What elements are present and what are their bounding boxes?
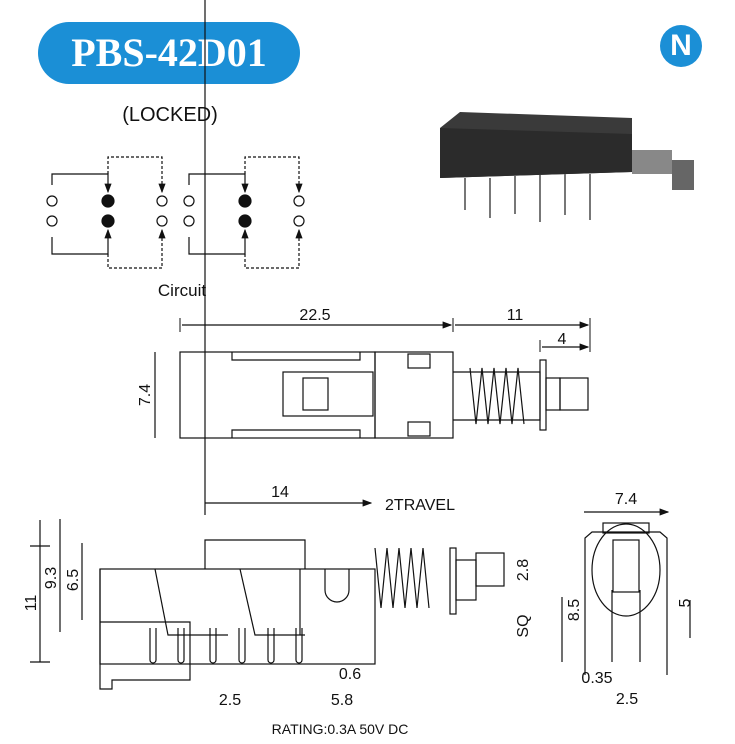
dim-button: 4 <box>558 331 567 348</box>
product-photo <box>440 112 694 222</box>
dim-square-label: SQ <box>515 614 532 637</box>
side-view-drawing <box>30 0 505 690</box>
top-view-drawing <box>154 318 591 439</box>
dim-plunger: 11 <box>507 307 524 324</box>
dim-end-pitch: 2.5 <box>616 691 638 708</box>
dim-height-6-5: 6.5 <box>65 569 82 591</box>
dim-button-size: 2.8 <box>515 559 532 581</box>
dim-height: 7.4 <box>137 384 154 406</box>
rating-text: RATING:0.3A 50V DC <box>272 721 409 737</box>
dim-end-5: 5 <box>677 598 694 607</box>
dim-end-width: 7.4 <box>615 491 637 508</box>
dim-pin-span: 5.8 <box>331 692 353 709</box>
dim-total-height: 11 <box>23 595 40 612</box>
dim-height-9-3: 9.3 <box>43 567 60 589</box>
circuit-diagram <box>46 156 304 269</box>
circuit-caption: Circuit <box>158 281 206 300</box>
dim-gap: 0.35 <box>581 670 612 687</box>
locked-label: (LOCKED) <box>122 104 218 126</box>
dim-body-length: 14 <box>271 484 289 501</box>
brand-logo: N <box>660 25 702 67</box>
dim-pin-width: 0.6 <box>339 666 361 683</box>
dim-travel: 2TRAVEL <box>385 497 455 514</box>
end-view-drawing <box>561 508 691 675</box>
dim-length: 22.5 <box>299 307 330 324</box>
product-title-badge: PBS-42D01 <box>38 22 300 84</box>
dim-pitch: 2.5 <box>219 692 241 709</box>
dim-end-height: 8.5 <box>566 599 583 621</box>
